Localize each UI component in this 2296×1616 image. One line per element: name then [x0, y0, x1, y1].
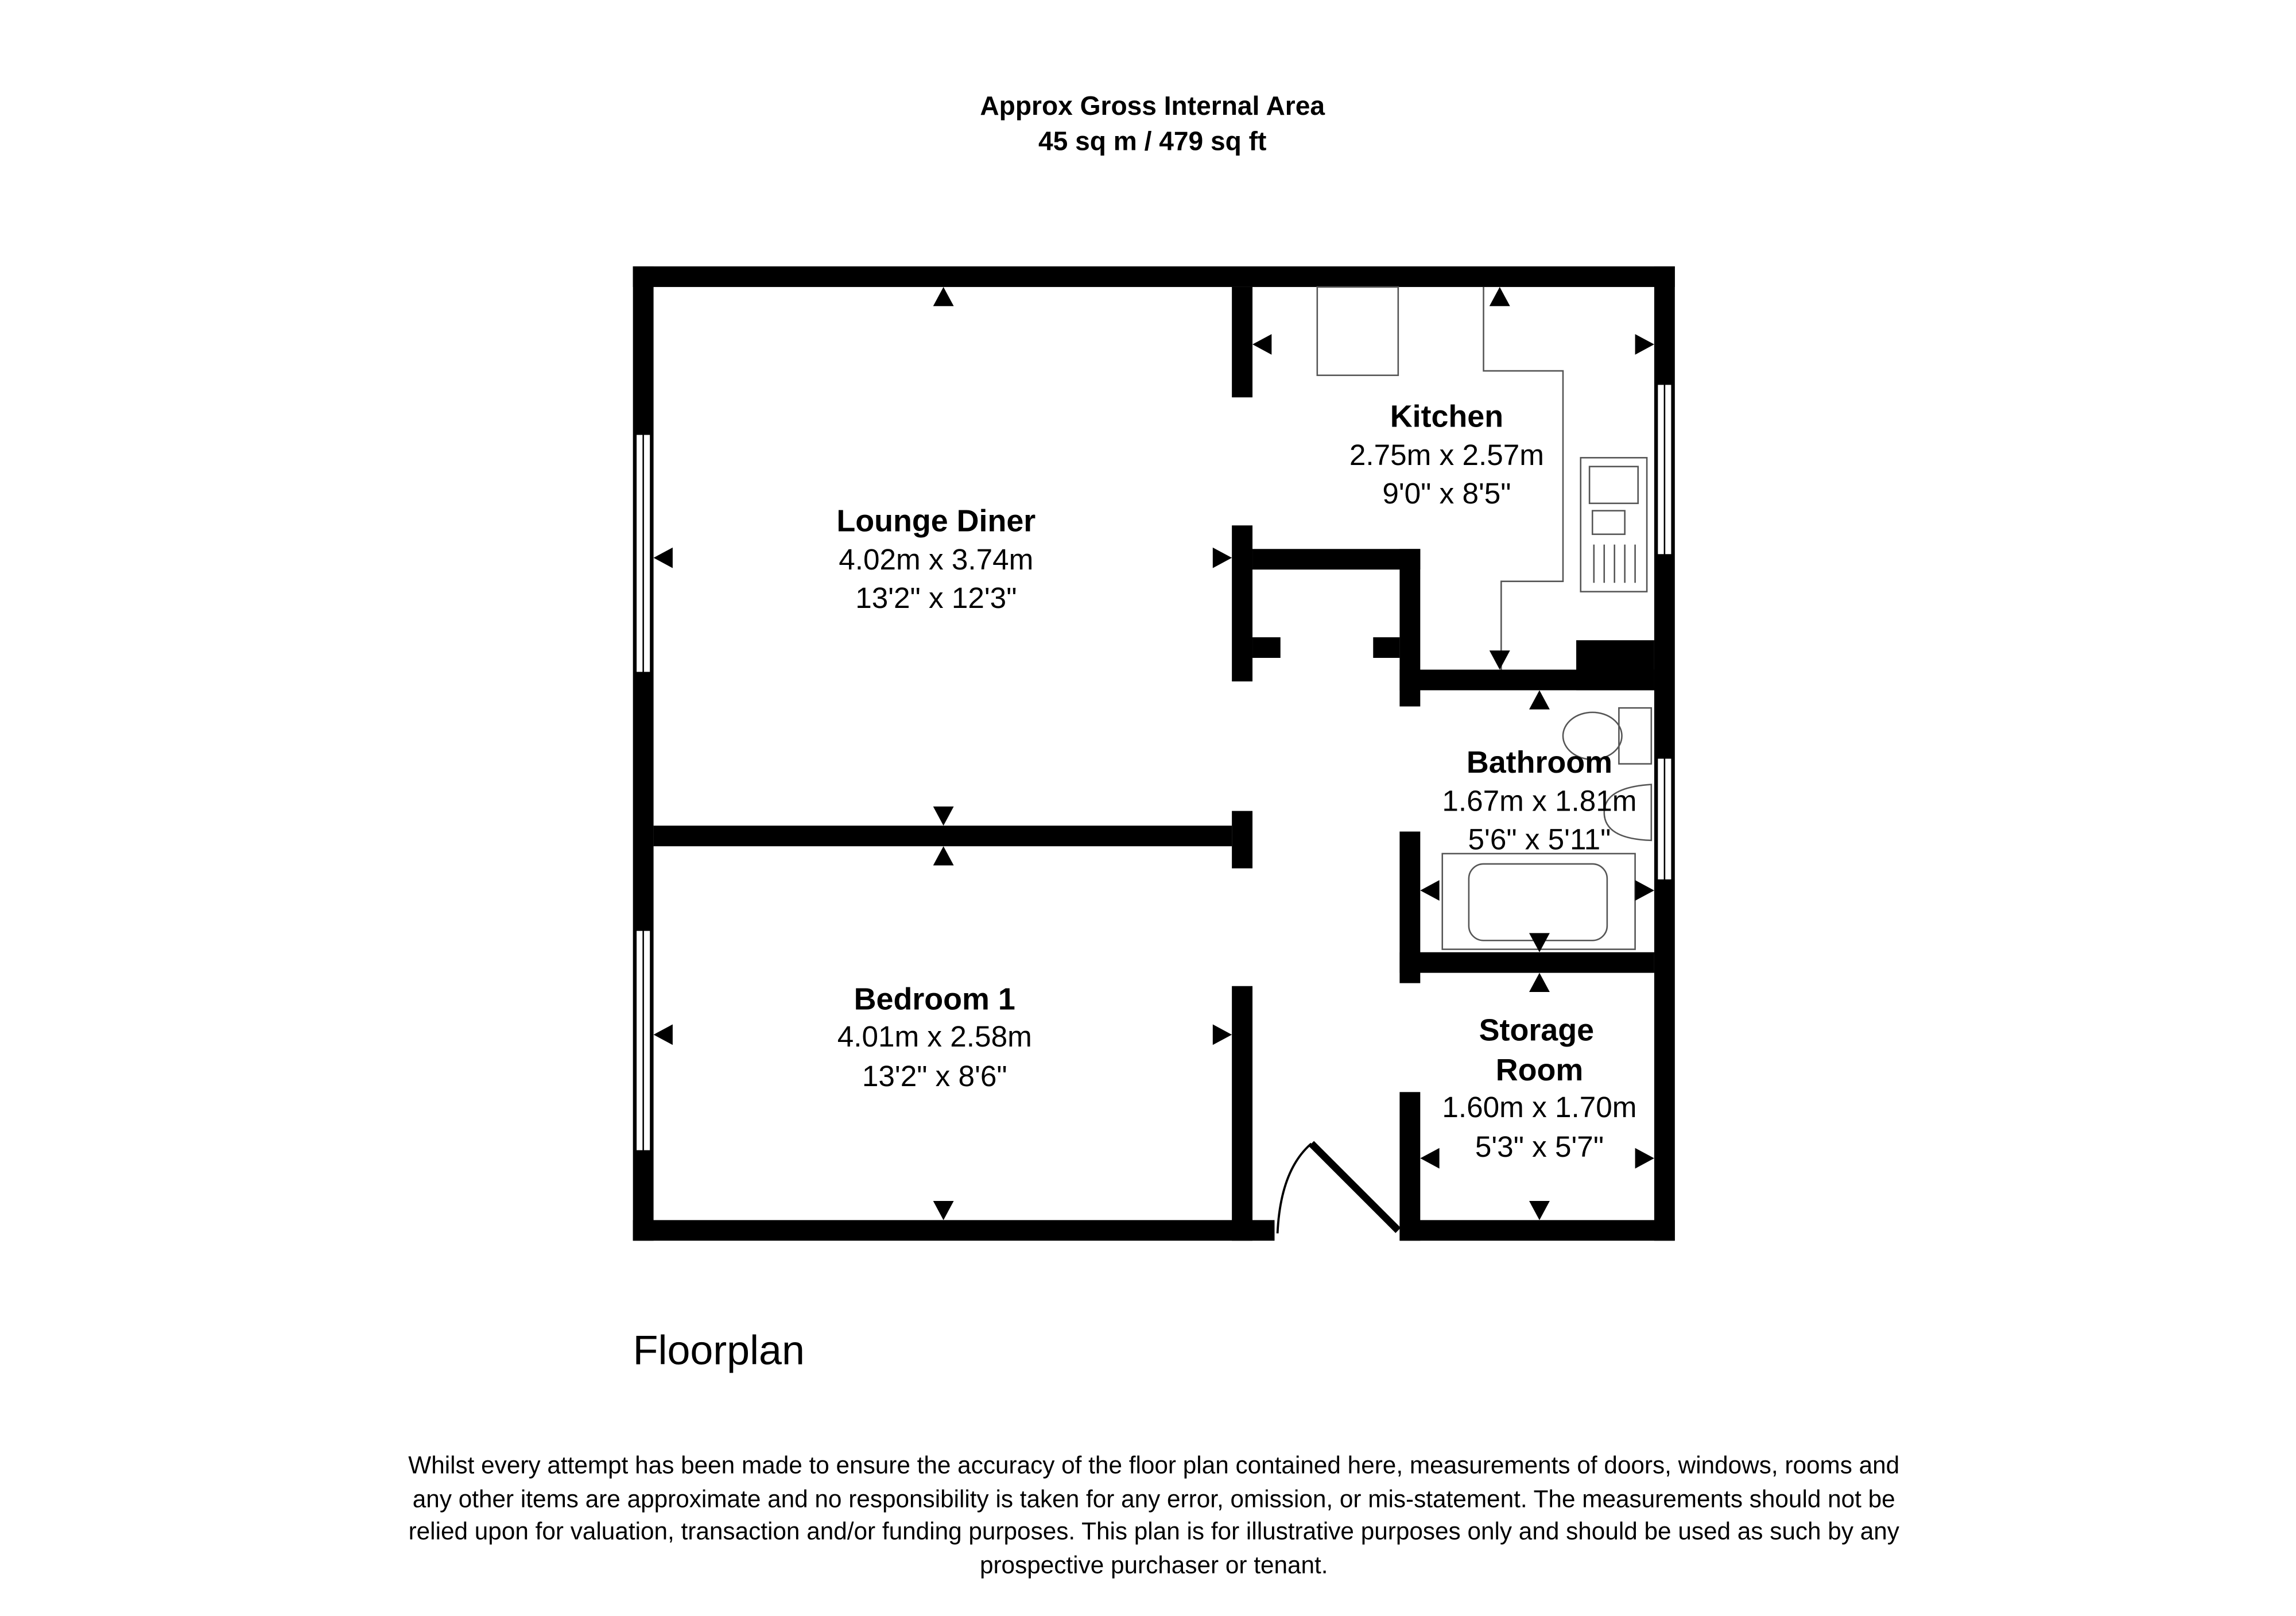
disclaimer: Whilst every attempt has been made to en…: [408, 1451, 1899, 1578]
svg-text:Room: Room: [1496, 1053, 1584, 1087]
svg-text:prospective purchaser or tenan: prospective purchaser or tenant.: [980, 1552, 1328, 1579]
kitchen-fittings: [1316, 286, 1648, 670]
area-value: 45 sq m / 479 sq ft: [1038, 126, 1266, 156]
svg-text:13'2" x 8'6": 13'2" x 8'6": [862, 1060, 1007, 1092]
svg-text:Bedroom 1: Bedroom 1: [854, 982, 1015, 1017]
svg-text:4.02m x 3.74m: 4.02m x 3.74m: [839, 543, 1033, 576]
svg-text:Kitchen: Kitchen: [1390, 399, 1503, 433]
basin-icon: [1603, 784, 1653, 842]
windows: [635, 383, 1673, 1152]
svg-text:Bathroom: Bathroom: [1467, 745, 1612, 780]
svg-text:5'3" x 5'7": 5'3" x 5'7": [1475, 1130, 1604, 1163]
svg-text:2.75m x 2.57m: 2.75m x 2.57m: [1349, 439, 1544, 471]
svg-text:Storage: Storage: [1479, 1013, 1594, 1048]
toilet-icon: [1562, 707, 1653, 765]
svg-text:Lounge Diner: Lounge Diner: [836, 504, 1035, 538]
room-bedroom-1: Bedroom 1 4.01m x 2.58m 13'2" x 8'6": [837, 982, 1032, 1092]
walls: [633, 266, 1675, 1241]
dimension-arrows: [653, 286, 1654, 1220]
svg-text:Whilst every attempt has been: Whilst every attempt has been made to en…: [408, 1451, 1899, 1478]
room-lounge-diner: Lounge Diner 4.02m x 3.74m 13'2" x 12'3": [836, 504, 1035, 614]
room-bathroom: Bathroom 1.67m x 1.81m 5'6" x 5'11": [1442, 745, 1636, 855]
entrance-door: [1276, 1141, 1401, 1234]
floor-label: Floorplan: [633, 1328, 805, 1374]
area-title: Approx Gross Internal Area: [980, 91, 1325, 121]
room-storage: Storage Room 1.60m x 1.70m 5'3" x 5'7": [1442, 1013, 1636, 1164]
svg-text:5'6" x 5'11": 5'6" x 5'11": [1468, 823, 1611, 855]
svg-text:13'2" x 12'3": 13'2" x 12'3": [855, 582, 1017, 614]
svg-text:4.01m x 2.58m: 4.01m x 2.58m: [837, 1020, 1032, 1053]
svg-text:1.67m x 1.81m: 1.67m x 1.81m: [1442, 785, 1636, 817]
svg-text:relied upon for valuation, tra: relied upon for valuation, transaction a…: [409, 1518, 1900, 1545]
kitchen-sink-icon: [1580, 457, 1648, 592]
svg-text:any other items are approximat: any other items are approximate and no r…: [413, 1485, 1895, 1512]
svg-text:1.60m x 1.70m: 1.60m x 1.70m: [1442, 1091, 1636, 1123]
svg-text:9'0" x 8'5": 9'0" x 8'5": [1382, 477, 1511, 510]
room-kitchen: Kitchen 2.75m x 2.57m 9'0" x 8'5": [1349, 399, 1544, 509]
